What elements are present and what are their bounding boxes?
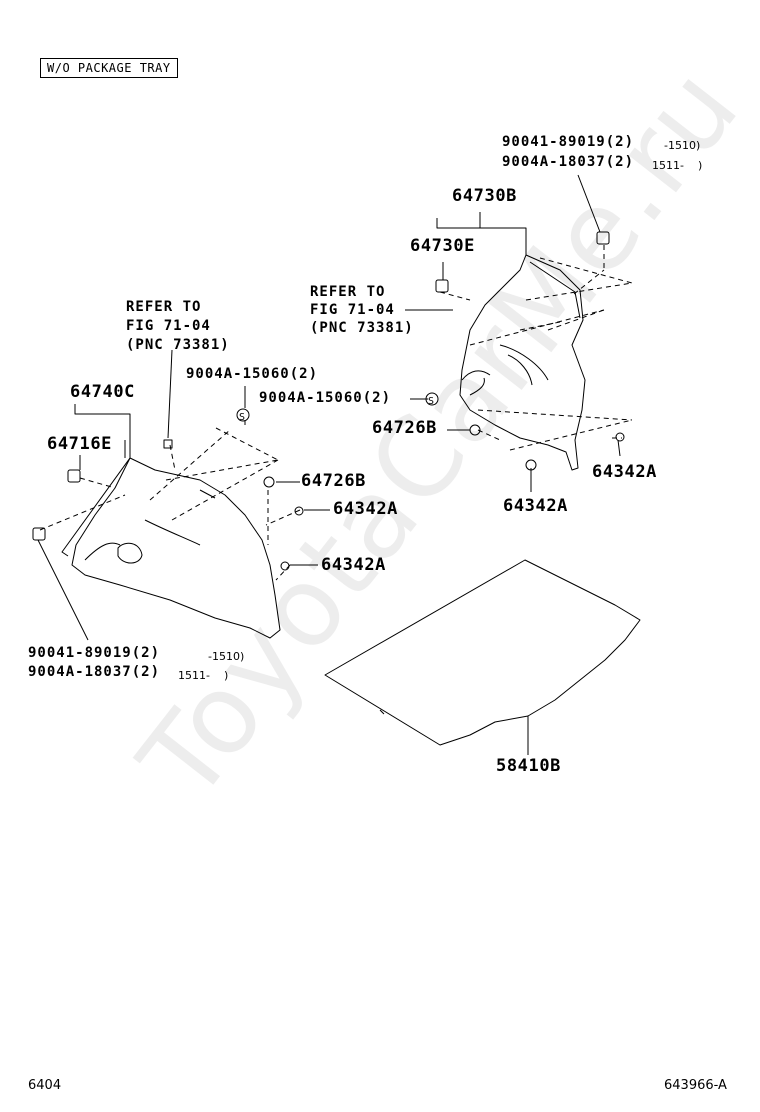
part-64342A-left-upper: 64342A (333, 499, 399, 519)
clip-right-range-1: -1510) (664, 139, 701, 152)
clip-right-part-1: 90041-89019(2) (502, 134, 635, 150)
refer-left-line-1: REFER TO (126, 299, 202, 315)
part-58410B: 58410B (496, 756, 562, 776)
illustration-number: 643966-A (664, 1078, 727, 1093)
screw-right-part: 9004A-15060(2) (259, 390, 392, 406)
fastener-64726B-right (469, 424, 481, 436)
fastener-64342A-side (615, 432, 625, 442)
part-64716E: 64716E (47, 434, 113, 454)
clip-left-part-2: 9004A-18037(2) (28, 664, 161, 680)
screw-symbol-left (236, 408, 250, 422)
part-64342A-right-side: 64342A (592, 462, 658, 482)
refer-left-line-3: (PNC 73381) (126, 337, 230, 353)
fastener-64726B-left (263, 476, 275, 488)
part-64726B-left: 64726B (301, 471, 367, 491)
clip-left-part-1: 90041-89019(2) (28, 645, 161, 661)
part-64740C: 64740C (70, 382, 136, 402)
clip-left-range-2: 1511- ) (178, 669, 229, 682)
clip-right-range-2: 1511- ) (652, 159, 703, 172)
nut-left (32, 527, 46, 541)
refer-right-line-3: (PNC 73381) (310, 320, 414, 336)
svg-text:S: S (428, 396, 434, 407)
svg-text:S: S (239, 412, 245, 423)
part-64726B-right: 64726B (372, 418, 438, 438)
clip-64730E (435, 279, 449, 293)
screw-left-part: 9004A-15060(2) (186, 366, 319, 382)
part-64342A-left-lower: 64342A (321, 555, 387, 575)
part-64730B: 64730B (452, 186, 518, 206)
clip-right-part-2: 9004A-18037(2) (502, 154, 635, 170)
refer-left-line-2: FIG 71-04 (126, 318, 211, 334)
clip-64716E (67, 469, 81, 483)
refer-right-line-1: REFER TO (310, 284, 386, 300)
right-trim-panel (459, 254, 586, 471)
fastener-64342A-left-upper (294, 506, 304, 516)
floor-mat-58410B (324, 559, 641, 746)
page-number: 6404 (28, 1078, 62, 1093)
part-64730E: 64730E (410, 236, 476, 256)
fastener-64342A-right (525, 459, 537, 471)
package-tray-note: W/O PACKAGE TRAY (40, 58, 178, 78)
nut-right (596, 231, 610, 245)
clip-left-range-1: -1510) (208, 650, 245, 663)
left-trim-panel (71, 457, 281, 639)
part-64342A-right-lower: 64342A (503, 496, 569, 516)
refer-right-line-2: FIG 71-04 (310, 302, 395, 318)
fastener-64342A-left-lower (280, 561, 290, 571)
screw-symbol-right (425, 392, 439, 406)
